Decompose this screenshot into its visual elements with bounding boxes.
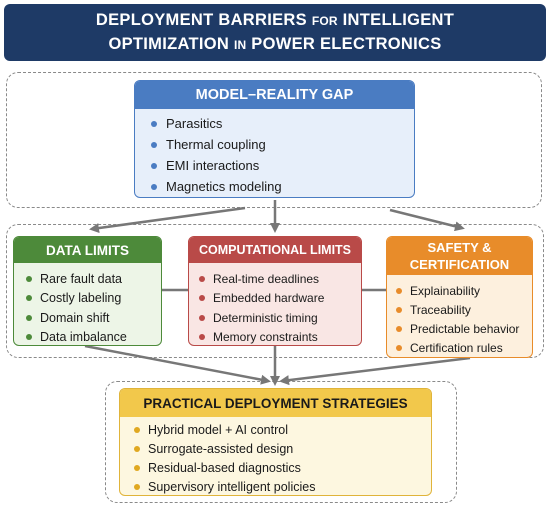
list-item: Costly labeling xyxy=(26,289,153,309)
diagram-title: DEPLOYMENT BARRIERS FOR INTELLIGENT OPTI… xyxy=(4,4,546,61)
safety-certification-card: SAFETY & CERTIFICATION Explainability Tr… xyxy=(386,236,533,358)
list-item: Traceability xyxy=(396,300,524,319)
list-item: Real-time deadlines xyxy=(199,269,353,289)
list-item: Thermal coupling xyxy=(151,134,406,155)
model-reality-gap-card: MODEL–REALITY GAP Parasitics Thermal cou… xyxy=(134,80,415,198)
deployment-strategies-title: PRACTICAL DEPLOYMENT STRATEGIES xyxy=(120,389,431,417)
list-item: Embedded hardware xyxy=(199,289,353,309)
list-item: Certification rules xyxy=(396,338,524,357)
list-item: Hybrid model + AI control xyxy=(134,420,423,439)
list-item: Explainability xyxy=(396,281,524,300)
arrow-to-safety xyxy=(389,208,465,232)
list-item: Parasitics xyxy=(151,113,406,134)
data-limits-title: DATA LIMITS xyxy=(14,237,161,263)
list-item: EMI interactions xyxy=(151,155,406,176)
list-item: Domain shift xyxy=(26,308,153,328)
list-item: Magnetics modeling xyxy=(151,176,406,197)
list-item: Surrogate-assisted design xyxy=(134,439,423,458)
safety-certification-title: SAFETY & CERTIFICATION xyxy=(387,237,532,275)
model-reality-gap-title: MODEL–REALITY GAP xyxy=(135,81,414,109)
list-item: Supervisory intelligent policies xyxy=(134,477,423,495)
list-item: Deterministic timing xyxy=(199,308,353,328)
list-item: Data imbalance xyxy=(26,328,153,346)
computational-limits-card: COMPUTATIONAL LIMITS Real-time deadlines… xyxy=(188,236,362,346)
list-item: Residual-based diagnostics xyxy=(134,458,423,477)
arrow-safety-to-strategies xyxy=(279,356,471,386)
data-limits-card: DATA LIMITS Rare fault data Costly label… xyxy=(13,236,162,346)
computational-limits-title: COMPUTATIONAL LIMITS xyxy=(189,237,361,263)
deployment-strategies-card: PRACTICAL DEPLOYMENT STRATEGIES Hybrid m… xyxy=(119,388,432,496)
list-item: Predictable behavior xyxy=(396,319,524,338)
title-line-2: OPTIMIZATION IN POWER ELECTRONICS xyxy=(108,34,442,53)
arrow-data-to-strategies xyxy=(84,344,271,385)
list-item: Rare fault data xyxy=(26,269,153,289)
list-item: Memory constraints xyxy=(199,328,353,346)
title-line-1: DEPLOYMENT BARRIERS FOR INTELLIGENT xyxy=(95,10,455,29)
arrow-to-data-limits xyxy=(89,206,246,234)
